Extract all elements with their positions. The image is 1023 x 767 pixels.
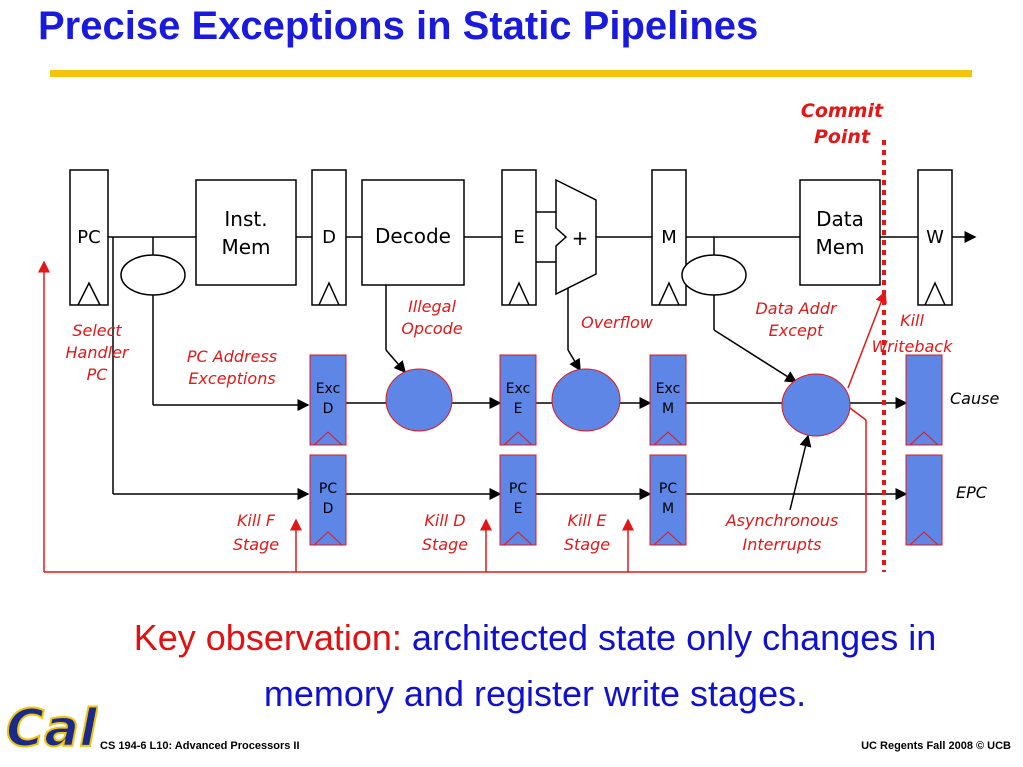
exc-register-d: Exc D bbox=[309, 354, 347, 446]
title-underline bbox=[50, 70, 972, 77]
pipeline-register-label: M bbox=[661, 227, 677, 248]
kill-writeback-label-2: Writeback bbox=[872, 337, 953, 356]
datapath-wires bbox=[108, 211, 977, 511]
kill-e-label-1: Kill E bbox=[567, 511, 607, 530]
pipeline-register-e: E bbox=[501, 169, 537, 306]
decode-block: Decode bbox=[361, 179, 465, 286]
illegal-opcode-label-1: Illegal bbox=[408, 297, 456, 316]
data-mem-label-1: Data bbox=[816, 207, 864, 231]
exc-register-stage: D bbox=[323, 401, 334, 417]
exc-register-e: Exc E bbox=[499, 354, 537, 446]
key-observation-text: architected state only changes in memory… bbox=[263, 617, 937, 714]
footer-copyright: UC Regents Fall 2008 © UCB bbox=[861, 740, 1011, 752]
pc-register-stage: D bbox=[323, 501, 334, 517]
kill-f-label-2: Stage bbox=[233, 535, 279, 554]
inst-mem-block: Inst. Mem bbox=[195, 179, 297, 286]
commit-label-2: Point bbox=[814, 126, 871, 148]
pc-register-stage: E bbox=[514, 501, 523, 517]
pipeline-register-label: PC bbox=[77, 227, 100, 248]
exc-merge-oval-d bbox=[385, 368, 453, 432]
pipeline-register-label: D bbox=[322, 227, 336, 248]
alu-block: + bbox=[555, 178, 597, 296]
exc-register-label: Exc bbox=[316, 381, 341, 397]
exc-merge-oval-m bbox=[781, 373, 851, 437]
kill-wires bbox=[38, 260, 887, 573]
exc-register-m: Exc M bbox=[649, 354, 687, 446]
epc-register bbox=[905, 454, 943, 546]
pc-register-d: PC D bbox=[309, 454, 347, 546]
pc-address-exceptions-label-1: PC Address bbox=[187, 347, 277, 366]
kill-d-label-1: Kill D bbox=[424, 511, 465, 530]
pipeline-register-pc: PC bbox=[69, 169, 109, 306]
data-mem-block: Data Mem bbox=[799, 179, 881, 286]
exc-merge-oval-e bbox=[551, 368, 621, 432]
key-observation-label: Key observation: bbox=[133, 617, 402, 658]
pc-register-label: PC bbox=[659, 481, 677, 497]
select-handler-label-2: Handler bbox=[66, 343, 130, 362]
pipeline-diagram: PC D E M W Inst. Mem Decode + Data Mem bbox=[38, 100, 999, 573]
pipeline-register-label: E bbox=[513, 227, 524, 248]
illegal-opcode-label-2: Opcode bbox=[401, 319, 462, 338]
kill-writeback-label-1: Kill bbox=[900, 311, 924, 330]
cause-label: Cause bbox=[950, 389, 999, 408]
pc-register-label: PC bbox=[509, 481, 527, 497]
addr-check-oval bbox=[681, 254, 747, 296]
select-handler-label-1: Select bbox=[72, 321, 122, 340]
pc-register-m: PC M bbox=[649, 454, 687, 546]
async-interrupts-label-1: Asynchronous bbox=[725, 511, 839, 530]
pipeline-register-m: M bbox=[651, 169, 687, 306]
overflow-label: Overflow bbox=[581, 313, 654, 332]
pc-register-stage: M bbox=[662, 501, 674, 517]
footer-course: CS 194-6 L10: Advanced Processors II bbox=[100, 740, 300, 752]
alu-label: + bbox=[572, 226, 589, 250]
key-observation: Key observation: architected state only … bbox=[110, 610, 960, 722]
async-interrupts-label-2: Interrupts bbox=[742, 535, 821, 554]
kill-f-label-1: Kill F bbox=[237, 511, 276, 530]
pipeline-register-d: D bbox=[311, 169, 347, 306]
decode-label: Decode bbox=[375, 224, 451, 248]
select-handler-label-3: PC bbox=[87, 365, 109, 384]
epc-label: EPC bbox=[956, 483, 988, 502]
pipeline-register-w: W bbox=[917, 169, 953, 306]
pc-register-e: PC E bbox=[499, 454, 537, 546]
exc-register-label: Exc bbox=[656, 381, 681, 397]
pipeline-register-label: W bbox=[926, 227, 944, 248]
inst-mem-label-1: Inst. bbox=[224, 207, 267, 231]
commit-label-1: Commit bbox=[801, 100, 884, 122]
pc-register-label: PC bbox=[319, 481, 337, 497]
cal-logo: Cal bbox=[5, 698, 98, 760]
cal-logo-text: Cal bbox=[6, 699, 98, 759]
exc-register-label: Exc bbox=[506, 381, 531, 397]
exc-register-stage: M bbox=[662, 401, 674, 417]
kill-d-label-2: Stage bbox=[422, 535, 468, 554]
pc-check-oval bbox=[120, 254, 186, 296]
data-addr-label-2: Except bbox=[769, 321, 824, 340]
slide-title: Precise Exceptions in Static Pipelines bbox=[38, 4, 759, 48]
data-addr-label-1: Data Addr bbox=[755, 299, 838, 318]
pc-address-exceptions-label-2: Exceptions bbox=[188, 369, 275, 388]
kill-e-label-2: Stage bbox=[564, 535, 610, 554]
inst-mem-label-2: Mem bbox=[221, 235, 270, 259]
exc-register-stage: E bbox=[514, 401, 523, 417]
data-mem-label-2: Mem bbox=[815, 235, 864, 259]
cause-register bbox=[905, 354, 943, 446]
